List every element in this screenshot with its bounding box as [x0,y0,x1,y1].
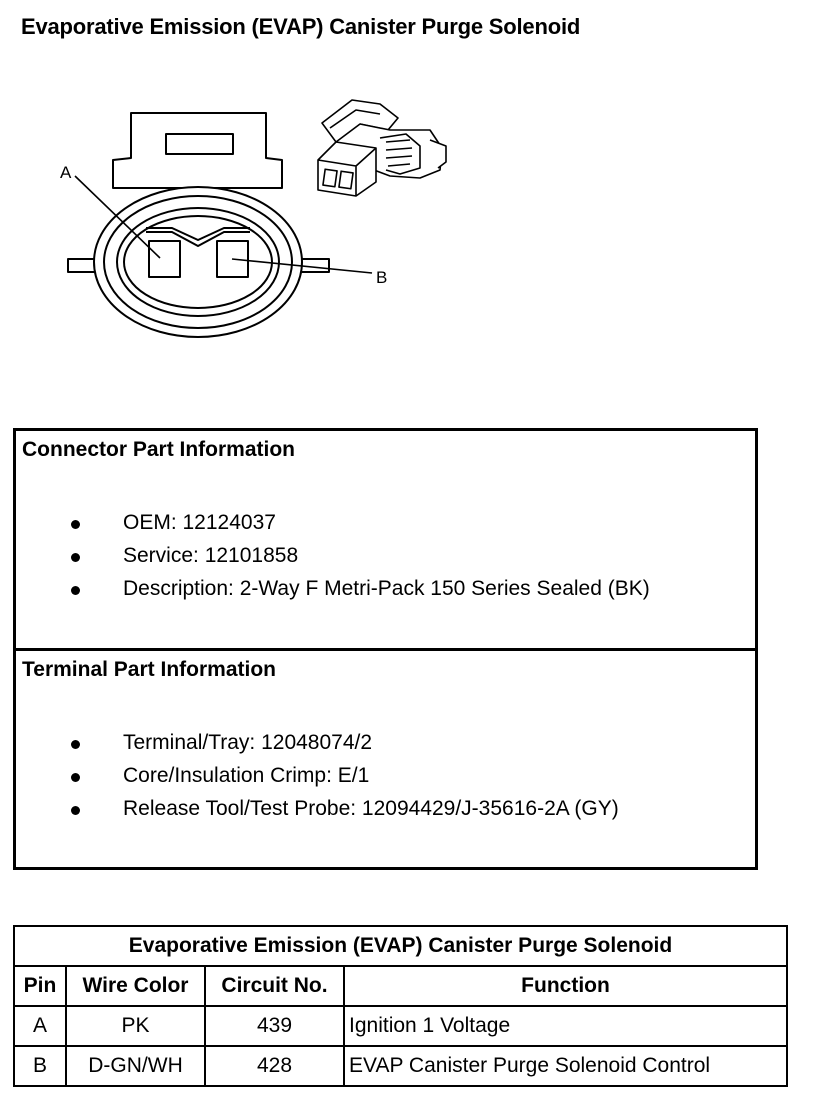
terminal-tray: Terminal/Tray: 12048074/2 [123,731,373,754]
pin-a-leader-line [74,175,161,259]
circuit-cell: 428 [204,1045,345,1087]
connector-side-tab-right [302,258,330,273]
bullet-icon [71,586,80,595]
column-header-pin: Pin [13,965,67,1007]
pin-b-label: B [376,268,387,287]
wire-color-cell: D-GN/WH [65,1045,206,1087]
terminal-part-heading: Terminal Part Information [22,658,276,681]
bullet-icon [71,806,80,815]
connector-outer-shell [93,186,303,338]
table-row: A PK 439 Ignition 1 Voltage [13,1005,788,1047]
pin-cell: B [13,1045,67,1087]
part-info-box: Connector Part Information OEM: 12124037… [13,428,758,870]
bullet-icon [71,740,80,749]
terminal-crimp: Core/Insulation Crimp: E/1 [123,764,370,787]
pin-a-label: A [60,163,72,182]
pin-b-leader-line [231,258,373,274]
connector-side-tab-left [67,258,95,273]
function-cell: Ignition 1 Voltage [343,1005,788,1047]
connector-service: Service: 12101858 [123,544,299,567]
circuit-cell: 439 [204,1005,345,1047]
pin-table: Evaporative Emission (EVAP) Canister Pur… [13,925,788,1087]
table-header-row: Pin Wire Color Circuit No. Function [13,965,788,1007]
table-row: B D-GN/WH 428 EVAP Canister Purge Soleno… [13,1045,788,1087]
connector-part-info: Connector Part Information OEM: 12124037… [16,431,755,648]
bullet-icon [71,553,80,562]
terminal-part-info: Terminal Part Information Terminal/Tray:… [16,648,755,868]
connector-part-heading: Connector Part Information [22,438,296,461]
table-caption: Evaporative Emission (EVAP) Canister Pur… [13,925,788,967]
column-header-wire-color: Wire Color [65,965,206,1007]
column-header-function: Function [343,965,788,1007]
connector-description: Description: 2-Way F Metri-Pack 150 Seri… [123,577,650,600]
connector-thumbnail [317,99,447,197]
bullet-icon [71,773,80,782]
connector-drawing: A B [60,99,447,338]
terminal-cavity-a [148,240,181,278]
page-title: Evaporative Emission (EVAP) Canister Pur… [21,14,581,39]
connector-oem: OEM: 12124037 [123,511,276,534]
column-header-circuit-no: Circuit No. [204,965,345,1007]
bullet-icon [71,520,80,529]
function-cell: EVAP Canister Purge Solenoid Control [343,1045,788,1087]
terminal-release-tool: Release Tool/Test Probe: 12094429/J-3561… [123,797,619,820]
pin-cell: A [13,1005,67,1047]
wire-color-cell: PK [65,1005,206,1047]
